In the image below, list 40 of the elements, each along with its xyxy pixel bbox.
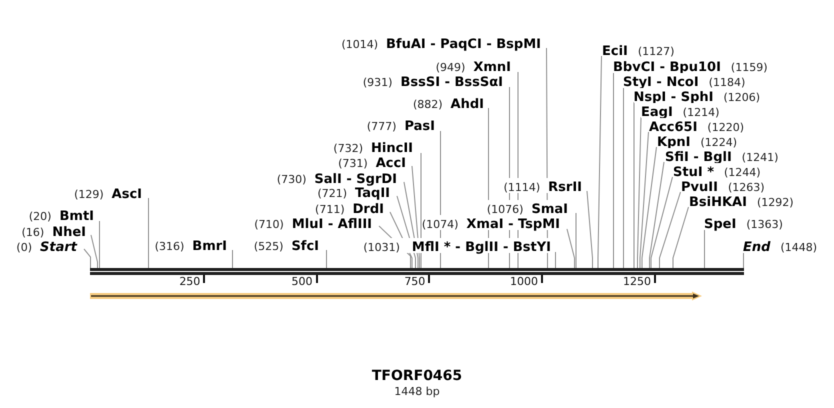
leader-line xyxy=(99,220,100,268)
restriction-site-label: (1076) SmaI xyxy=(486,200,568,214)
scale-label: 1000 xyxy=(510,275,538,289)
restriction-site-label: NspI - SphI (1206) xyxy=(634,88,760,102)
scale-label: 500 xyxy=(292,275,312,289)
restriction-site-label: EagI (1214) xyxy=(641,102,720,118)
leader-line xyxy=(84,248,91,268)
leader-line xyxy=(90,234,98,268)
leader-line xyxy=(743,252,744,268)
leader-line xyxy=(704,228,705,268)
sequence-backbone xyxy=(90,268,744,275)
scale-label: 1250 xyxy=(623,275,651,289)
leader-line xyxy=(637,116,642,268)
leader-line xyxy=(640,132,649,268)
restriction-site-label: (1114) RsrII xyxy=(504,178,582,192)
leader-line xyxy=(672,206,689,268)
leader-line xyxy=(566,228,575,268)
restriction-site-label: (1074) XmaI - TspMI xyxy=(422,214,560,230)
leader-line xyxy=(598,56,602,268)
restriction-site-label: Acc65I (1220) xyxy=(649,118,744,132)
leader-line xyxy=(642,146,657,268)
restriction-site-label: (1031) MflI * - BglII - BstYI xyxy=(363,238,551,252)
leader-line xyxy=(659,192,681,268)
leader-line xyxy=(420,152,422,268)
scale-label: 250 xyxy=(179,275,200,289)
leader-line xyxy=(555,252,556,268)
sequence-length: 1448 bp xyxy=(394,385,440,399)
scale-label: 750 xyxy=(404,275,426,289)
restriction-site-label: SfiI - BglI (1241) xyxy=(665,148,778,162)
leader-line xyxy=(586,190,593,268)
leader-line xyxy=(623,86,624,268)
restriction-site-label: StuI * (1244) xyxy=(673,162,761,178)
map-title: TFORF0465 xyxy=(372,368,462,385)
leader-line xyxy=(650,176,673,268)
leader-line xyxy=(649,162,664,268)
leader-line xyxy=(326,250,327,268)
restriction-site-label: StyI - NcoI (1184) xyxy=(623,72,746,88)
leader-line xyxy=(613,72,614,268)
leader-line xyxy=(232,250,233,268)
leader-line xyxy=(148,198,149,268)
